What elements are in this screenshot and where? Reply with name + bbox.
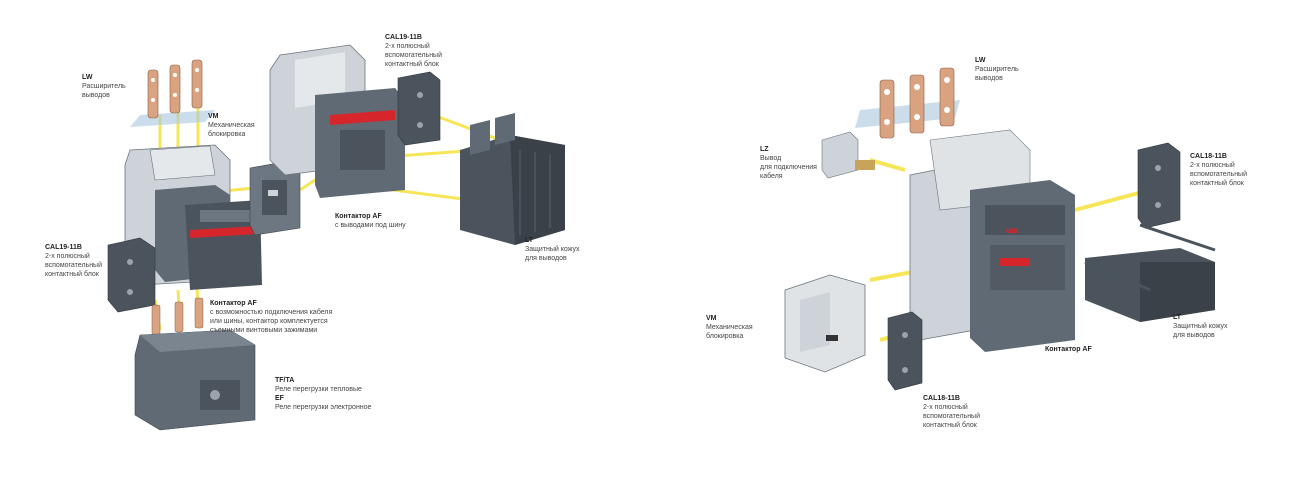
label-left-relays: TF/TA Реле перегрузки тепловые EF Реле п… <box>275 376 371 412</box>
right-lz-terminal <box>821 131 875 179</box>
label-line: или шины, контактор комплектуется <box>210 318 328 325</box>
label-title: LW <box>975 57 986 64</box>
label-right-vm: VM Механическая блокировка <box>706 314 753 341</box>
label-title: CAL18-11B <box>1190 153 1227 160</box>
label-line: Реле перегрузки электронное <box>275 404 372 411</box>
label-left-contactor-bus: Контактор AF с выводами под шину <box>335 212 406 230</box>
right-lw-extenders <box>855 67 960 139</box>
label-title: EF <box>275 395 284 402</box>
right-cal-right <box>1137 142 1181 229</box>
label-line: 2-х полюсный <box>1190 162 1235 169</box>
label-line: съемными винтовыми зажимами <box>210 327 318 334</box>
label-line: блокировка <box>208 131 246 138</box>
left-contactor-bus <box>269 44 405 198</box>
label-line: контактный блок <box>1190 180 1244 187</box>
label-line: 2-х полюсный <box>45 253 90 260</box>
label-line: Вывод <box>760 155 782 162</box>
label-title: CAL19-11B <box>45 244 82 251</box>
label-line: для подключения <box>760 164 817 171</box>
label-line: Реле перегрузки тепловые <box>275 386 362 393</box>
right-lt-cover <box>1084 223 1216 322</box>
left-diagram <box>107 44 565 431</box>
label-title: Контактор AF <box>210 300 257 307</box>
label-line: вспомогательный <box>385 52 442 59</box>
label-line: выводов <box>82 92 110 99</box>
label-left-cal-left: CAL19-11B 2-х полюсный вспомогательный к… <box>45 243 102 279</box>
label-line: контактный блок <box>45 271 99 278</box>
label-line: контактный блок <box>923 422 977 429</box>
label-title: VM <box>208 113 219 120</box>
label-title: LT <box>525 237 534 244</box>
label-left-lt: LT Защитный кожух для выводов <box>525 236 579 263</box>
label-title: Контактор AF <box>335 213 382 220</box>
right-contactor-body: ABB <box>909 129 1075 352</box>
label-line: Защитный кожух <box>1173 323 1228 330</box>
label-line: Расширитель <box>82 83 126 90</box>
label-line: Механическая <box>208 122 255 129</box>
left-lt-cover <box>460 113 565 245</box>
label-line: вспомогательный <box>45 262 102 269</box>
label-line: вспомогательный <box>1190 171 1247 178</box>
abb-logo: ABB <box>1005 229 1019 235</box>
label-title: TF/TA <box>275 377 295 384</box>
label-right-cal-right: CAL18-11B 2-х полюсный вспомогательный к… <box>1190 152 1247 188</box>
label-line: вспомогательный <box>923 413 980 420</box>
left-cal-left <box>107 237 156 313</box>
right-vm-interlock <box>784 274 866 373</box>
label-title: CAL19-11B <box>385 34 422 41</box>
label-right-lw: LW Расширитель выводов <box>975 56 1019 83</box>
left-overload-relay <box>134 329 256 431</box>
label-line: контактный блок <box>385 61 439 68</box>
label-line: Механическая <box>706 324 753 331</box>
label-right-lt: LT Защитный кожух для выводов <box>1173 313 1227 340</box>
label-line: для выводов <box>525 255 567 262</box>
label-right-lz: LZ Вывод для подключения кабеля <box>760 145 817 181</box>
label-line: 2-х полюсный <box>385 43 430 50</box>
label-line: выводов <box>975 75 1003 82</box>
label-title: LW <box>82 74 93 81</box>
label-title: LT <box>1173 314 1182 321</box>
label-left-contactor-cable: Контактор AF с возможностью подключения … <box>210 299 332 335</box>
left-cal-top <box>397 71 441 146</box>
label-left-vm: VM Механическая блокировка <box>208 112 255 139</box>
label-line: 2-х полюсный <box>923 404 968 411</box>
left-lw-extenders <box>130 59 215 127</box>
left-vm-interlock <box>249 159 301 236</box>
label-title: LZ <box>760 146 769 153</box>
label-title: Контактор AF <box>1045 346 1092 353</box>
label-left-cal-top: CAL19-11B 2-х полюсный вспомогательный к… <box>385 33 442 69</box>
label-right-cal-bottom: CAL18-11B 2-х полюсный вспомогательный к… <box>923 394 980 430</box>
label-line: блокировка <box>706 333 744 340</box>
left-relay-connectors <box>151 297 204 336</box>
label-title: CAL18-11B <box>923 395 960 402</box>
label-right-contactor: Контактор AF <box>1045 345 1092 354</box>
label-line: с возможностью подключения кабеля <box>210 309 333 316</box>
label-line: для выводов <box>1173 332 1215 339</box>
left-contactor-cable <box>124 144 262 290</box>
label-line: Защитный кожух <box>525 246 580 253</box>
label-line: с выводами под шину <box>335 222 406 229</box>
label-line: Расширитель <box>975 66 1019 73</box>
right-cal-bottom <box>887 311 923 391</box>
label-title: VM <box>706 315 717 322</box>
right-diagram: ABB <box>784 67 1216 391</box>
label-line: кабеля <box>760 173 783 180</box>
label-left-lw: LW Расширитель выводов <box>82 73 126 100</box>
